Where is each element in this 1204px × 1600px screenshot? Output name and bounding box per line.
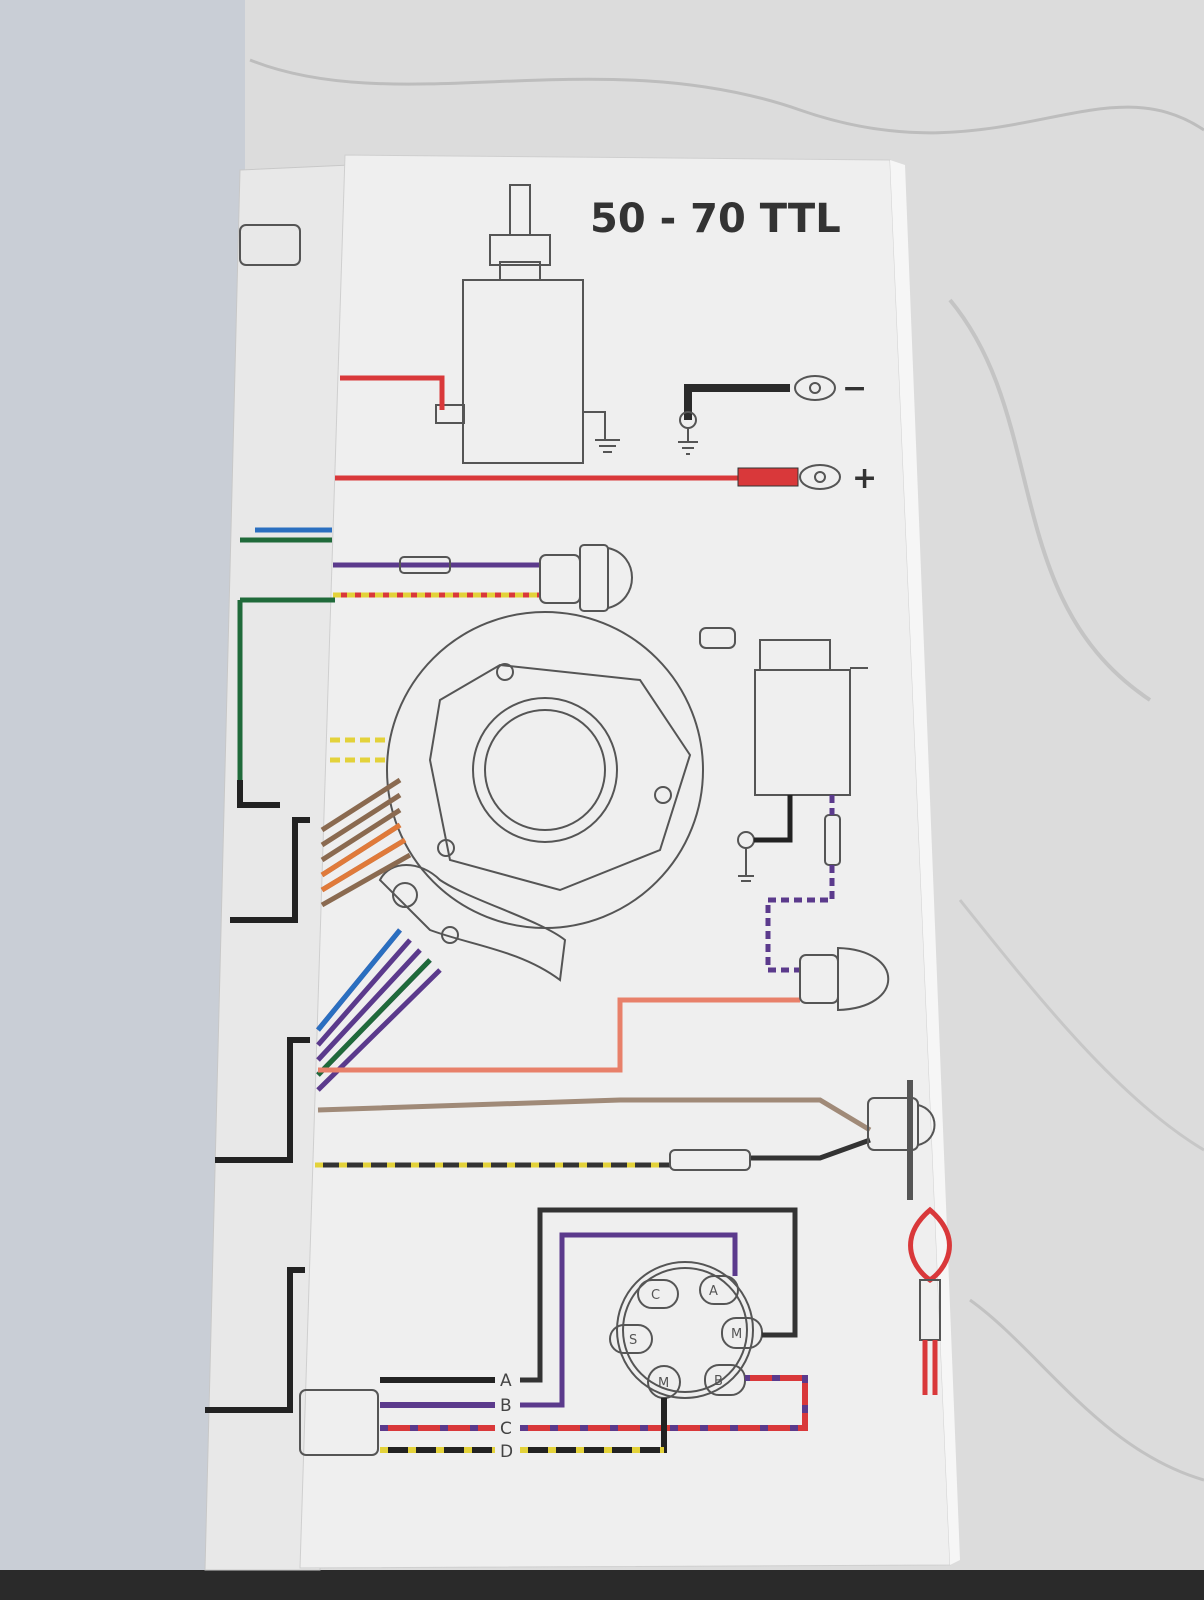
wire-red-starter <box>340 375 445 410</box>
terminal-m-label: M <box>731 1327 742 1342</box>
wire-black-relay <box>754 795 793 843</box>
battery-positive-cable <box>737 464 841 490</box>
wire-green-trigger <box>316 958 432 1077</box>
wire-purple-b <box>520 1232 738 1408</box>
terminal-m2-label: M <box>658 1376 669 1391</box>
wire-tan <box>317 1097 872 1133</box>
left-book-page <box>0 0 245 1600</box>
diagram-title: 50 - 70 TTL <box>590 196 841 242</box>
wire-yellow-stator <box>330 737 390 763</box>
choke-solenoid <box>539 544 633 612</box>
positive-terminal-label: + <box>852 461 877 496</box>
negative-terminal-label: − <box>842 371 867 406</box>
terminal-a-label: A <box>709 1284 718 1299</box>
harness-label-b: B <box>500 1396 512 1416</box>
terminal-a <box>699 1275 739 1305</box>
harness-label-c: C <box>500 1419 512 1439</box>
starter-motor <box>435 184 620 464</box>
inline-connector <box>669 1149 751 1171</box>
harness-wire-c-stripe <box>380 1375 808 1431</box>
wire-orange <box>320 822 407 893</box>
bullet-connector <box>399 556 451 574</box>
relay-solenoid <box>699 627 868 882</box>
wire-green-2 <box>237 597 335 800</box>
terminal-b-label: B <box>714 1374 723 1389</box>
battery-negative-cable <box>678 375 836 455</box>
terminal-s <box>609 1324 653 1354</box>
harness-label-a: A <box>500 1371 512 1391</box>
foldout-spark-plug-leads <box>205 224 310 1413</box>
wire-purple-white <box>765 795 835 973</box>
terminal-c <box>637 1279 679 1309</box>
harness-plug <box>299 1389 379 1456</box>
page-edge <box>890 160 960 1565</box>
warning-horn <box>799 946 890 1012</box>
harness-label-d: D <box>500 1442 513 1462</box>
terminal-c-label: C <box>651 1288 660 1303</box>
book-bottom-edge <box>0 1570 1204 1600</box>
wire-black-a <box>520 1207 798 1383</box>
temperature-sender <box>867 1080 952 1395</box>
wire-blue-trigger <box>316 928 402 1032</box>
terminal-s-label: S <box>629 1333 637 1348</box>
ignition-switch: C A S M M B <box>609 1261 763 1399</box>
wire-salmon <box>318 997 800 1073</box>
stator-plate <box>378 611 704 982</box>
